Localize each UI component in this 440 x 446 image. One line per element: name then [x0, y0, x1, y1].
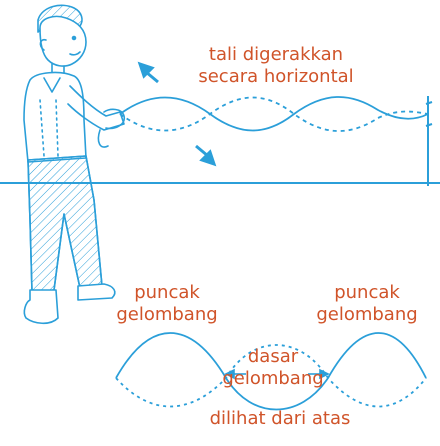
trough-label-line2: gelombang — [222, 368, 324, 389]
view-caption: dilihat dari atas — [209, 408, 351, 429]
arrow-up-left-icon — [137, 61, 159, 84]
top-view-wave — [115, 332, 427, 411]
arrow-down-right-icon — [195, 144, 217, 167]
trough-label-line1: dasar — [247, 346, 299, 367]
trough-arrows — [224, 368, 330, 380]
rope-wave-top — [119, 96, 429, 132]
crest-right-label-line2: gelombang — [316, 304, 418, 325]
motion-label-line1: tali digerakkan — [208, 44, 344, 65]
rope-wave-dashed — [119, 96, 429, 132]
top-view-wave-solid — [115, 332, 427, 411]
post-icon — [425, 96, 433, 186]
rope-wave-solid — [119, 96, 429, 132]
crest-left-label-line2: gelombang — [116, 304, 218, 325]
motion-label-line2: secara horizontal — [198, 66, 354, 87]
crest-left-label-line1: puncak — [134, 282, 200, 303]
person-figure — [23, 4, 126, 325]
top-view-wave-dashed — [115, 344, 427, 408]
crest-right-label-line1: puncak — [334, 282, 400, 303]
